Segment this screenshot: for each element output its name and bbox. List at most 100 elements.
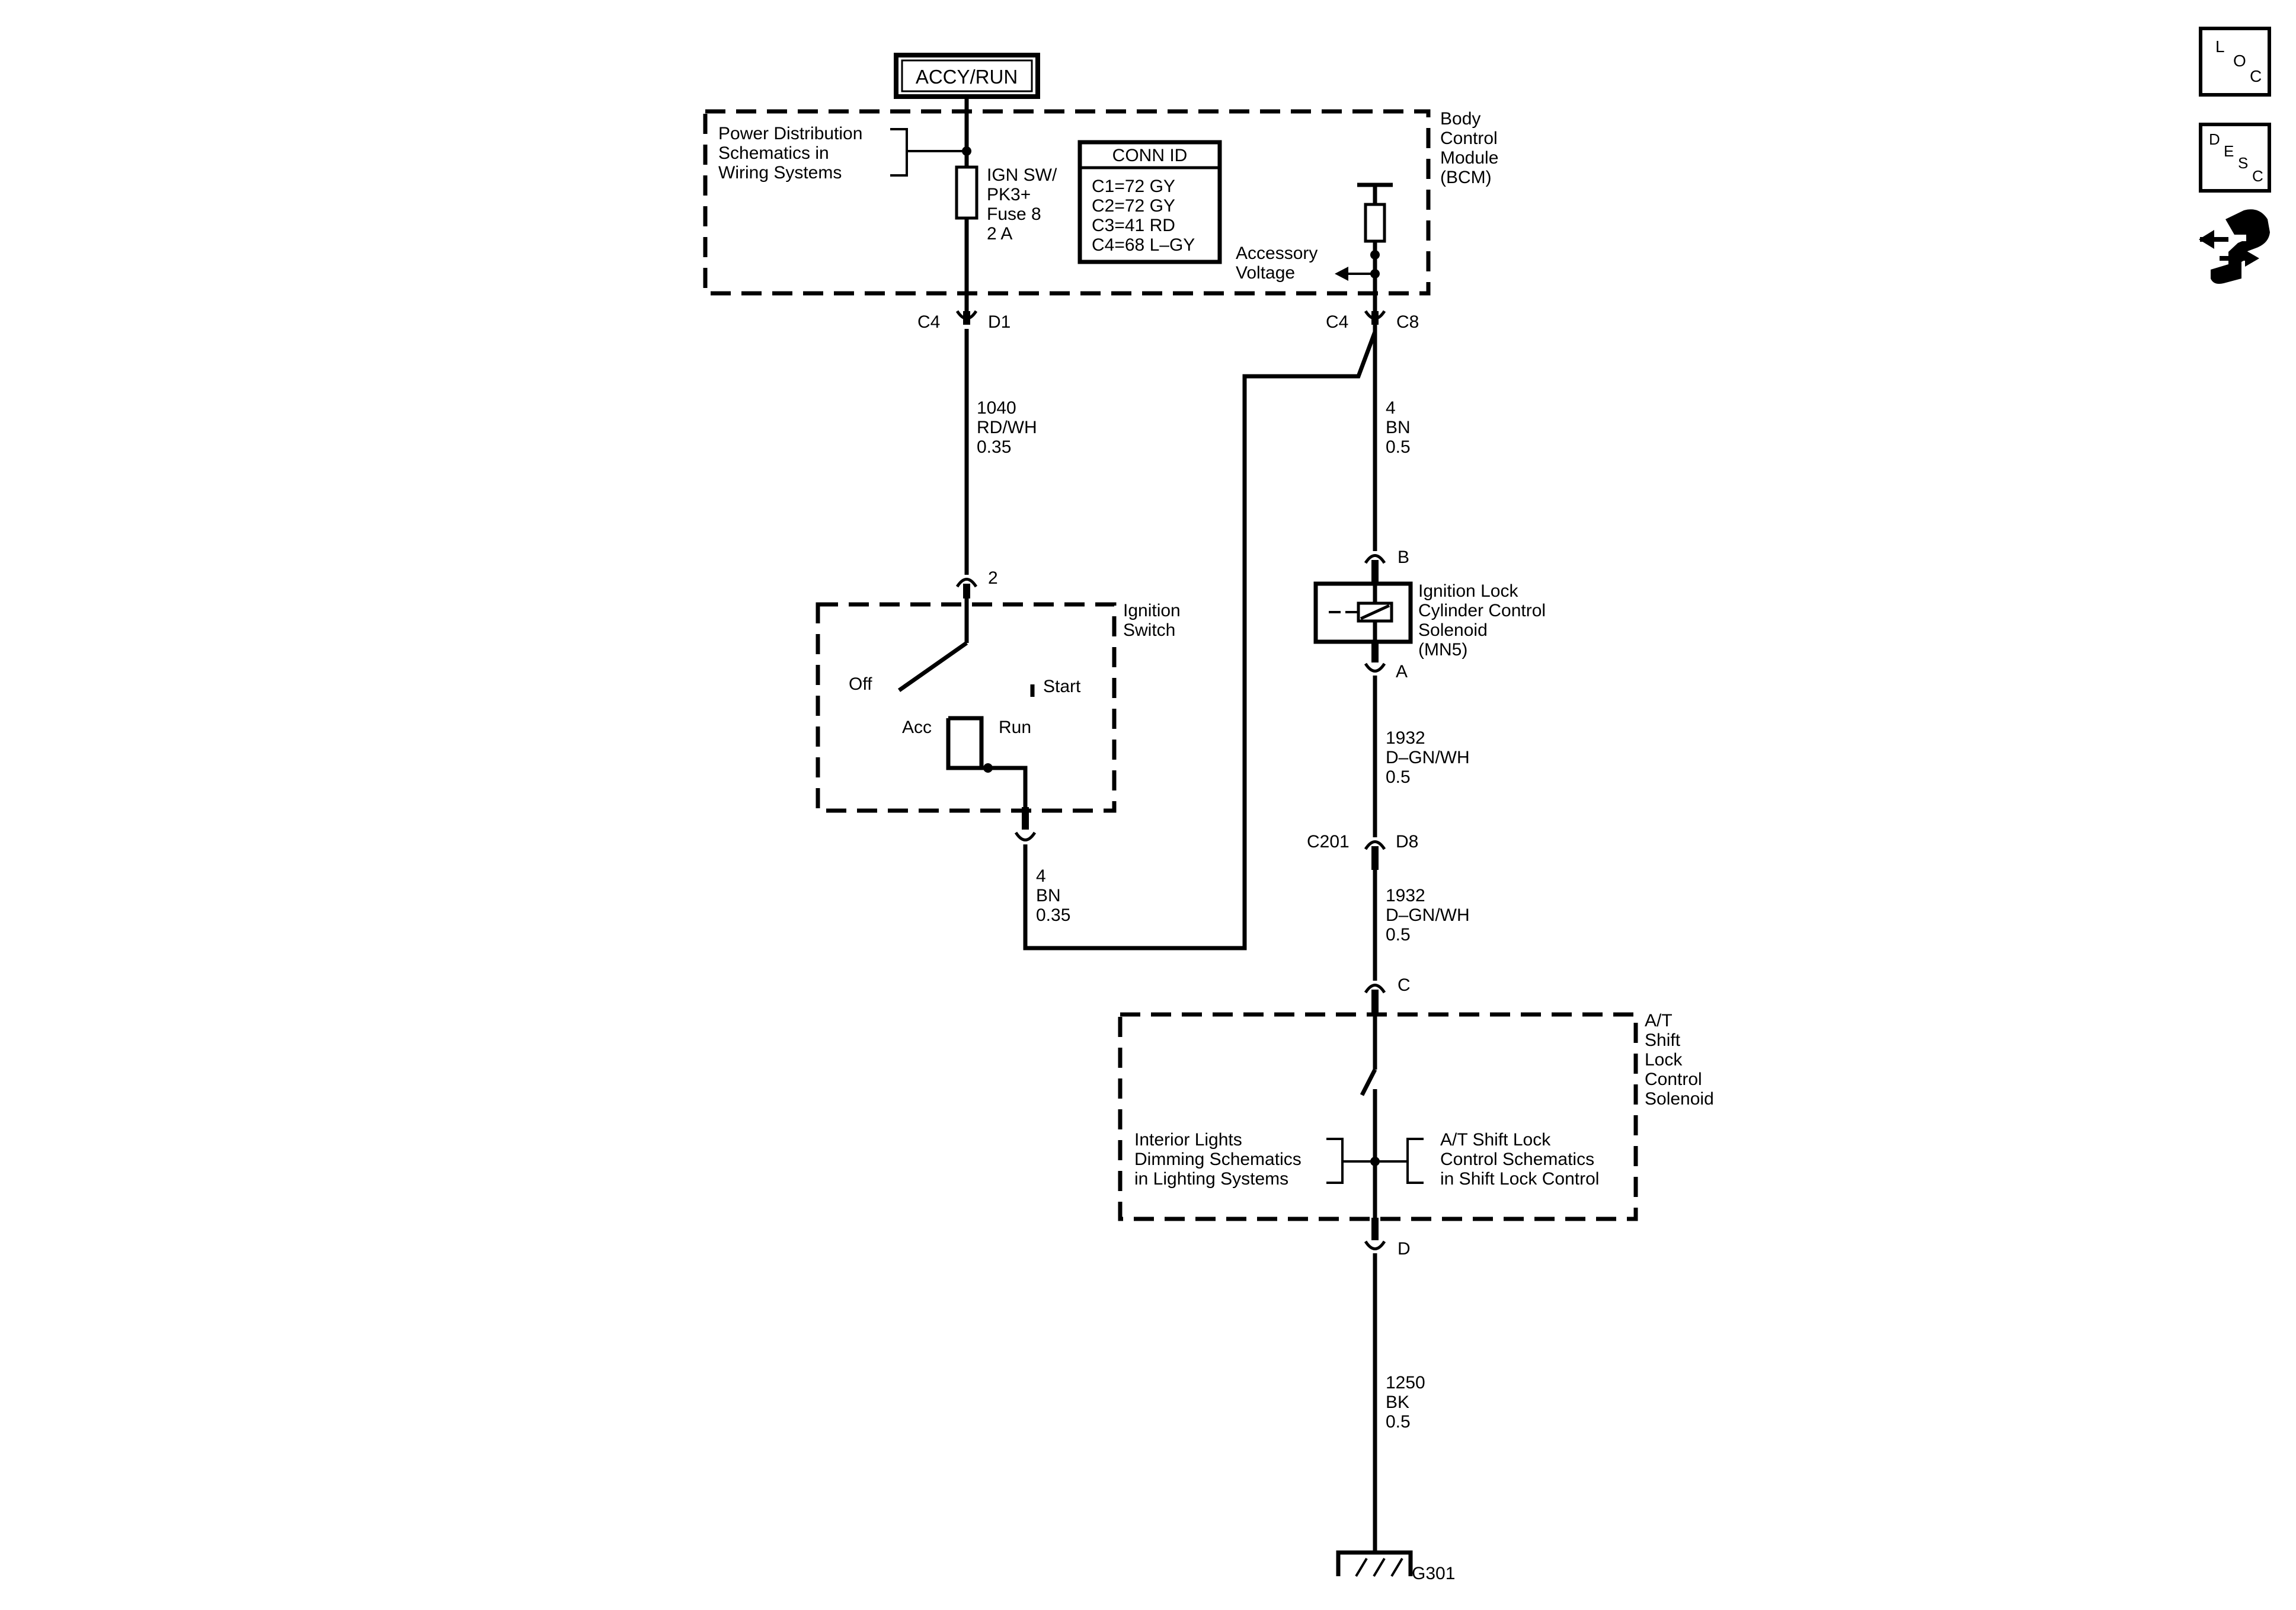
shift-lock-switch [1326, 1014, 1424, 1238]
svg-text:4: 4 [1036, 866, 1046, 886]
svg-text:1040: 1040 [977, 398, 1016, 418]
svg-text:C2=72 GY: C2=72 GY [1092, 196, 1175, 216]
svg-text:Fuse 8: Fuse 8 [987, 204, 1041, 224]
bcm-boundary [703, 109, 1431, 296]
wire-1932-lower-label: 1932 D–GN/WH 0.5 [1386, 886, 1470, 945]
svg-text:(BCM): (BCM) [1440, 168, 1492, 187]
svg-text:Body: Body [1440, 109, 1480, 129]
svg-text:Power Distribution: Power Distribution [718, 124, 862, 143]
svg-text:Control: Control [1645, 1070, 1702, 1089]
svg-text:IGN SW/: IGN SW/ [987, 165, 1057, 185]
svg-text:L: L [2215, 37, 2225, 56]
svg-text:C4=68 L–GY: C4=68 L–GY [1092, 235, 1195, 255]
svg-text:Switch: Switch [1123, 620, 1175, 640]
ground-icon [1336, 1550, 1413, 1577]
svg-text:BN: BN [1036, 886, 1061, 905]
svg-text:BK: BK [1386, 1393, 1409, 1412]
accessory-voltage-label: Accessory [1236, 244, 1318, 263]
svg-text:0.35: 0.35 [1036, 905, 1070, 925]
svg-text:C8: C8 [1396, 312, 1419, 332]
svg-text:D–GN/WH: D–GN/WH [1386, 748, 1470, 767]
connector-shift-d: D [1364, 1218, 1411, 1259]
svg-text:C1=72 GY: C1=72 GY [1092, 177, 1175, 196]
connector-swap-icon[interactable] [2199, 209, 2270, 284]
svg-text:S: S [2238, 154, 2248, 172]
wire-4-bn-switch-label: 4 BN 0.35 [1036, 866, 1070, 925]
svg-text:B: B [1398, 548, 1409, 567]
bcm-accessory-input: Accessory Voltage [1236, 183, 1393, 311]
svg-text:A: A [1396, 662, 1408, 681]
svg-text:Ignition: Ignition [1123, 601, 1181, 620]
svg-text:0.5: 0.5 [1386, 767, 1411, 787]
switch-pos-run: Run [999, 718, 1031, 737]
connector-ign-switch-2: 2 [955, 568, 998, 598]
svg-text:Module: Module [1440, 148, 1498, 168]
conn-id-title: CONN ID [1112, 146, 1188, 165]
svg-text:2 A: 2 A [987, 224, 1012, 244]
svg-text:D1: D1 [988, 312, 1011, 332]
svg-text:D: D [1398, 1239, 1411, 1259]
svg-text:Interior Lights: Interior Lights [1134, 1130, 1242, 1150]
ignition-switch-contacts[interactable]: Off Start Acc Run [849, 598, 1081, 812]
svg-text:0.35: 0.35 [977, 437, 1011, 457]
power-source-box: ACCY/RUN [894, 53, 1040, 99]
svg-text:Voltage: Voltage [1236, 263, 1295, 283]
svg-text:C: C [1398, 975, 1411, 995]
svg-text:Schematics in: Schematics in [718, 143, 829, 163]
switch-pos-off: Off [849, 674, 872, 694]
wire-1932-upper-label: 1932 D–GN/WH 0.5 [1386, 728, 1470, 787]
svg-text:C4: C4 [1326, 312, 1348, 332]
svg-text:C201: C201 [1307, 832, 1350, 852]
shift-lock-boundary [1118, 1012, 1638, 1221]
svg-text:(MN5): (MN5) [1418, 640, 1467, 660]
conn-id-table: CONN ID C1=72 GY C2=72 GY C3=41 RD C4=68… [1077, 140, 1222, 264]
svg-text:C: C [2250, 67, 2262, 85]
svg-text:C3=41 RD: C3=41 RD [1092, 216, 1175, 235]
svg-text:4: 4 [1386, 398, 1396, 418]
interior-lights-reference[interactable]: Interior Lights Dimming Schematics in Li… [1134, 1130, 1302, 1189]
ignition-lock-solenoid-label: Ignition Lock Cylinder Control Solenoid … [1418, 581, 1546, 660]
ignition-lock-solenoid [1313, 581, 1413, 644]
svg-text:Control Schematics: Control Schematics [1440, 1150, 1594, 1169]
switch-pos-start: Start [1043, 677, 1081, 696]
switch-pos-acc: Acc [902, 718, 932, 737]
svg-text:O: O [2233, 52, 2246, 70]
svg-text:A/T Shift Lock: A/T Shift Lock [1440, 1130, 1551, 1150]
svg-text:Cylinder Control: Cylinder Control [1418, 601, 1546, 620]
connector-bcm-c8: C4 C8 [1326, 310, 1419, 332]
connector-shift-c: C [1364, 975, 1411, 1014]
connector-ign-switch-out [1014, 807, 1037, 841]
svg-text:C: C [2252, 167, 2263, 185]
fuse-8: IGN SW/ PK3+ Fuse 8 2 A [955, 165, 1057, 244]
svg-text:Dimming Schematics: Dimming Schematics [1134, 1150, 1302, 1169]
svg-text:RD/WH: RD/WH [977, 418, 1037, 437]
loc-button[interactable]: L O C [2199, 27, 2271, 97]
wire-1040-label: 1040 RD/WH 0.35 [977, 398, 1037, 457]
ground-label: G301 [1412, 1564, 1455, 1583]
shift-lock-label: A/T Shift Lock Control Solenoid [1645, 1011, 1714, 1109]
shift-lock-control-reference[interactable]: A/T Shift Lock Control Schematics in Shi… [1440, 1130, 1599, 1189]
svg-text:C4: C4 [917, 312, 940, 332]
svg-text:1932: 1932 [1386, 886, 1425, 905]
svg-text:in Lighting Systems: in Lighting Systems [1134, 1169, 1288, 1189]
wire-4-bn-bcm-label: 4 BN 0.5 [1386, 398, 1411, 457]
svg-text:D8: D8 [1396, 832, 1418, 852]
svg-text:PK3+: PK3+ [987, 185, 1031, 204]
svg-text:Control: Control [1440, 129, 1498, 148]
svg-text:Solenoid: Solenoid [1418, 620, 1488, 640]
svg-text:D–GN/WH: D–GN/WH [1386, 905, 1470, 925]
svg-text:Wiring Systems: Wiring Systems [718, 163, 842, 183]
wire-1250-label: 1250 BK 0.5 [1386, 1373, 1425, 1432]
connector-solenoid-a: A [1364, 642, 1408, 681]
svg-text:A/T: A/T [1645, 1011, 1673, 1030]
bcm-label: Body Control Module (BCM) [1440, 109, 1498, 187]
ignition-switch-boundary [816, 602, 1117, 813]
desc-button[interactable]: D E S C [2199, 123, 2271, 193]
svg-text:BN: BN [1386, 418, 1411, 437]
svg-text:0.5: 0.5 [1386, 1412, 1411, 1432]
svg-text:E: E [2224, 142, 2234, 160]
svg-text:0.5: 0.5 [1386, 925, 1411, 945]
power-distribution-reference[interactable]: Power Distribution Schematics in Wiring … [718, 124, 971, 183]
connector-c201: C201 D8 [1307, 832, 1418, 870]
